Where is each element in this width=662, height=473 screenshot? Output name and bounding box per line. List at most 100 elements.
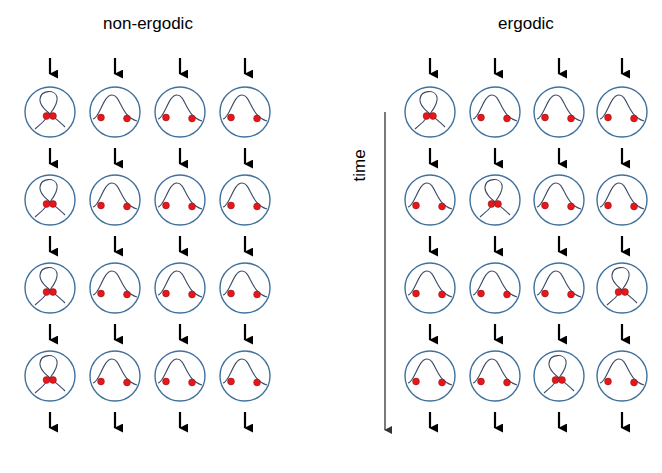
end-marker — [559, 377, 566, 384]
non-ergodic-state — [90, 175, 140, 225]
end-marker — [228, 378, 235, 385]
end-marker — [254, 115, 261, 122]
end-marker — [568, 291, 575, 298]
polymer-chain — [408, 183, 452, 209]
end-marker — [568, 203, 575, 210]
time-step-arrow — [558, 324, 560, 340]
end-marker — [254, 379, 261, 386]
system-circle — [90, 87, 140, 137]
polymer-chain — [223, 359, 267, 385]
ergodic-state — [405, 87, 455, 137]
end-marker — [542, 114, 549, 121]
ergodic-state — [405, 263, 455, 313]
time-step-arrow — [49, 58, 51, 74]
end-marker — [43, 289, 50, 296]
end-marker — [124, 291, 131, 298]
end-marker — [568, 115, 575, 122]
ergodic-state — [534, 263, 584, 313]
polymer-chain — [473, 359, 517, 385]
polymer-chain — [93, 95, 137, 121]
ergodic-state — [470, 175, 520, 225]
axis-label: time — [351, 149, 370, 181]
time-step-arrow — [244, 58, 246, 74]
polymer-chain — [537, 271, 581, 297]
system-circle — [534, 87, 584, 137]
ergodic-state — [597, 175, 647, 225]
time-step-arrow — [621, 236, 623, 252]
polymer-chain — [473, 95, 517, 121]
system-circle — [220, 263, 270, 313]
time-step-arrow — [558, 148, 560, 164]
polymer-chain — [415, 92, 445, 129]
time-step-arrow — [494, 324, 496, 340]
polymer-chain — [93, 183, 137, 209]
time-step-arrow — [621, 324, 623, 340]
end-marker — [631, 379, 638, 386]
polymer-chain — [93, 271, 137, 297]
time-axis — [384, 112, 385, 430]
system-circle — [534, 351, 584, 401]
non-ergodic-state — [155, 351, 205, 401]
time-step-arrow — [621, 412, 623, 428]
end-marker — [430, 113, 437, 120]
system-circle — [220, 351, 270, 401]
end-marker — [615, 289, 622, 296]
system-circle — [597, 87, 647, 137]
end-marker — [605, 114, 612, 121]
polymer-chain — [93, 359, 137, 385]
ergodic-state — [534, 175, 584, 225]
time-step-arrow — [114, 324, 116, 340]
end-marker — [413, 378, 420, 385]
end-marker — [439, 291, 446, 298]
time-step-arrow — [494, 58, 496, 74]
end-marker — [98, 114, 105, 121]
polymer-chain — [544, 356, 574, 393]
time-step-arrow — [494, 412, 496, 428]
end-marker — [50, 377, 57, 384]
system-circle — [470, 351, 520, 401]
end-marker — [189, 379, 196, 386]
non-ergodic-state — [155, 175, 205, 225]
system-circle — [470, 175, 520, 225]
time-step-arrow — [49, 148, 51, 164]
non-ergodic-state — [25, 87, 75, 137]
system-circle — [90, 351, 140, 401]
system-circle — [405, 351, 455, 401]
end-marker — [43, 377, 50, 384]
polymer-chain — [35, 268, 65, 305]
non-ergodic-state — [155, 263, 205, 313]
time-step-arrow — [179, 58, 181, 74]
polymer-chain — [35, 356, 65, 393]
end-marker — [631, 203, 638, 210]
time-step-arrow — [244, 324, 246, 340]
end-marker — [228, 202, 235, 209]
time-step-arrow — [494, 236, 496, 252]
time-step-arrow — [558, 236, 560, 252]
end-marker — [189, 203, 196, 210]
time-step-arrow — [114, 58, 116, 74]
time-step-arrow — [179, 148, 181, 164]
ergodic-state — [405, 175, 455, 225]
time-step-arrow — [179, 412, 181, 428]
end-marker — [228, 290, 235, 297]
system-circle — [405, 263, 455, 313]
time-step-arrow — [114, 148, 116, 164]
time-step-arrow — [429, 148, 431, 164]
polymer-chain — [223, 271, 267, 297]
polymer-chain — [35, 180, 65, 217]
polymer-chain — [35, 92, 65, 129]
time-step-arrow — [429, 236, 431, 252]
polymer-chain — [158, 359, 202, 385]
polymer-chain — [223, 183, 267, 209]
system-circle — [220, 175, 270, 225]
non-ergodic-state — [90, 87, 140, 137]
panel-title: non-ergodic — [103, 15, 193, 34]
end-marker — [124, 115, 131, 122]
system-circle — [25, 263, 75, 313]
ergodic-state — [470, 351, 520, 401]
end-marker — [163, 378, 170, 385]
time-step-arrow — [244, 148, 246, 164]
time-step-arrow — [244, 236, 246, 252]
time-step-arrow — [179, 236, 181, 252]
end-marker — [98, 290, 105, 297]
